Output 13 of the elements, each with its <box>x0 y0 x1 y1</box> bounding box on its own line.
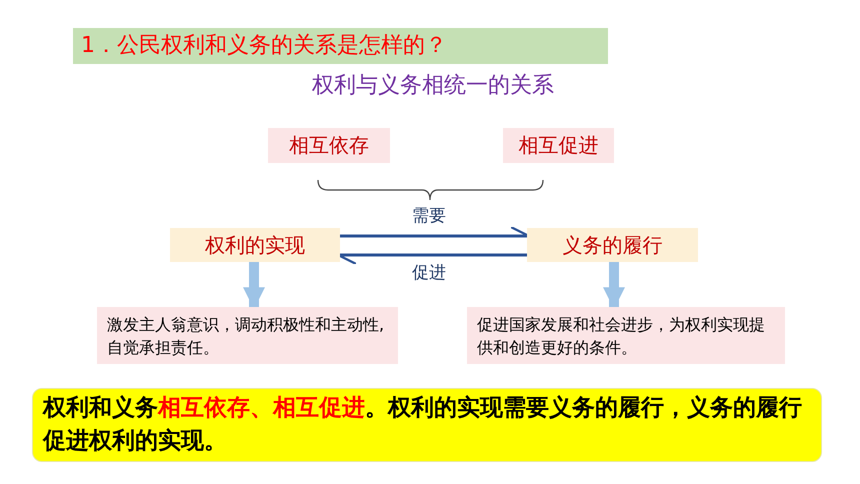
concept-box: 义务的履行 <box>527 228 698 262</box>
concept-box: 权利的实现 <box>170 228 340 262</box>
subtitle: 权利与义务相统一的关系 <box>312 72 554 100</box>
edge-label: 需要 <box>410 206 448 226</box>
edge-label: 促进 <box>410 263 448 283</box>
title-banner: 1．公民权利和义务的关系是怎样的？ <box>73 28 608 64</box>
summary-box: 权利和义务相互依存、相互促进。权利的实现需要义务的履行，义务的履行促进权利的实现。 <box>32 388 822 462</box>
explanation-box: 促进国家发展和社会进步，为权利实现提供和创造更好的条件。 <box>467 307 785 364</box>
concept-box: 相互促进 <box>503 128 614 163</box>
explanation-box: 激发主人翁意识，调动积极性和主动性,自觉承担责任。 <box>97 307 398 364</box>
concept-box: 相互依存 <box>268 128 390 163</box>
arrow <box>243 262 265 310</box>
arrow <box>603 262 625 310</box>
